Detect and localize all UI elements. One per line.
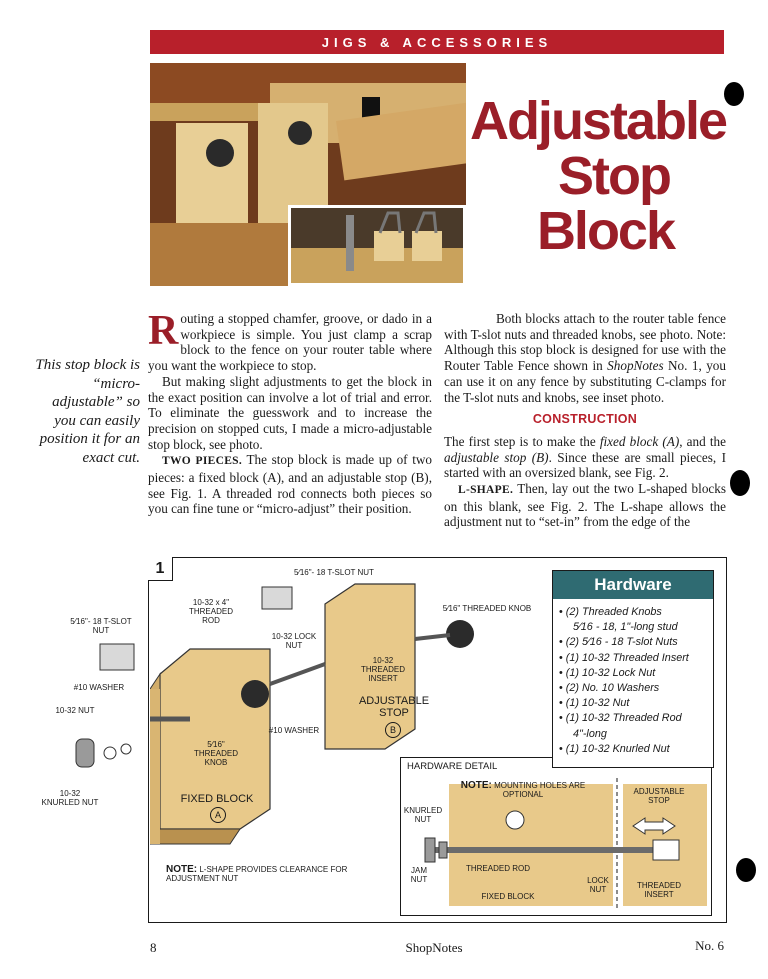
detail-title: HARDWARE DETAIL bbox=[407, 761, 498, 772]
exploded-diagram bbox=[150, 583, 474, 845]
section-banner: JIGS & ACCESSORIES bbox=[150, 30, 724, 54]
label-fixed-block-letter: A bbox=[210, 807, 226, 823]
label-threaded-knob-right: 5⁄16" THREADED KNOB bbox=[442, 604, 532, 613]
hardware-item-text: (2) 5⁄16 - 18 T-slot Nuts bbox=[565, 636, 678, 649]
label-adjustable-stop: ADJUSTABLE STOP bbox=[358, 695, 430, 719]
detail-note: NOTE: MOUNTING HOLES ARE OPTIONAL bbox=[458, 780, 588, 800]
hardware-item-text: (1) 10-32 Nut bbox=[565, 697, 630, 710]
hardware-item: •(1) 10-32 Threaded Insert bbox=[559, 651, 689, 664]
magazine-name: ShopNotes bbox=[405, 940, 463, 955]
knurled-nut-drawing bbox=[75, 738, 132, 768]
step-text-a: The first step is to make the bbox=[444, 433, 600, 449]
tslot-nut-left-drawing bbox=[99, 643, 135, 671]
body-column-right: Both blocks attach to the router table f… bbox=[444, 311, 726, 530]
attach-text: Both blocks attach to the router table f… bbox=[444, 311, 726, 374]
section-heading-construction: CONSTRUCTION bbox=[532, 412, 638, 427]
label-knurled-nut: 10-32 KNURLED NUT bbox=[41, 789, 99, 807]
hardware-item-text: (2) No. 10 Washers bbox=[565, 682, 660, 695]
drop-cap: R bbox=[148, 308, 179, 354]
paragraph-two-pieces: TWO PIECES. The stop block is made up of… bbox=[148, 452, 432, 517]
label-fixed-block: FIXED BLOCK bbox=[180, 793, 254, 805]
hardware-item: •(2) 5⁄16 - 18 T-slot Nuts bbox=[559, 636, 678, 649]
detail-label-fixed-block: FIXED BLOCK bbox=[481, 892, 535, 901]
paragraph-attach: Both blocks attach to the router table f… bbox=[444, 311, 726, 405]
hardware-item-sub: 4"-long bbox=[573, 727, 607, 740]
step-em-fixed: fixed block (A) bbox=[599, 433, 680, 449]
detail-label-adjustable-stop: ADJUSTABLE STOP bbox=[633, 787, 685, 805]
hardware-item-sub: 5⁄16 - 18, 1"-long stud bbox=[573, 621, 678, 634]
label-threaded-knob-left: 5⁄16" THREADED KNOB bbox=[193, 740, 238, 767]
article-title: Adjustable Stop Block bbox=[426, 91, 728, 261]
detail-label-knurled-nut: KNURLED NUT bbox=[403, 806, 443, 824]
registration-dot bbox=[724, 82, 744, 106]
label-threaded-insert: 10-32 THREADED INSERT bbox=[360, 656, 405, 683]
hardware-item-text: (1) 10-32 Knurled Nut bbox=[565, 742, 670, 755]
detail-label-lock-nut: LOCK NUT bbox=[587, 876, 609, 894]
attach-text-end: No. 1, you can use it on any fence by su… bbox=[444, 358, 726, 405]
hardware-item: •(1) 10-32 Knurled Nut bbox=[559, 742, 670, 755]
detail-label-jam-nut: JAM NUT bbox=[410, 866, 428, 884]
l-shape-text: Then, lay out the two L-shaped blocks on… bbox=[444, 481, 726, 530]
detail-note-head: NOTE: bbox=[460, 780, 492, 791]
figure-note: NOTE: L-SHAPE PROVIDES CLEARANCE FOR ADJ… bbox=[166, 864, 356, 884]
hardware-item-text: (2) Threaded Knobs bbox=[565, 606, 662, 618]
stop-block-photo bbox=[150, 63, 466, 286]
hardware-item: •(1) 10-32 Nut bbox=[559, 697, 630, 710]
label-tslot-top: 5⁄16"- 18 T-SLOT NUT bbox=[294, 568, 374, 577]
detail-label-threaded-insert: THREADED INSERT bbox=[636, 881, 681, 899]
label-tslot-left: 5⁄16"- 18 T-SLOT NUT bbox=[70, 617, 132, 635]
detail-label-threaded-rod: THREADED ROD bbox=[465, 864, 530, 873]
label-washer-left: #10 WASHER bbox=[73, 683, 125, 692]
hardware-item-text: (1) 10-32 Lock Nut bbox=[565, 666, 656, 679]
label-adjustable-stop-letter: B bbox=[385, 722, 401, 738]
two-pieces-text: The stop block is made up of two pieces:… bbox=[148, 452, 432, 517]
label-nut-left: 10-32 NUT bbox=[55, 706, 95, 715]
paragraph-adjustments: But making slight adjustments to get the… bbox=[148, 373, 432, 452]
title-line-2: Stop bbox=[558, 146, 672, 206]
hardware-item: •(1) 10-32 Lock Nut bbox=[559, 666, 656, 679]
hardware-title: Hardware bbox=[553, 571, 713, 599]
step-text-b: , and the bbox=[679, 433, 726, 449]
figure-number: 1 bbox=[148, 557, 173, 581]
paragraph-l-shape: L-SHAPE. Then, lay out the two L-shaped … bbox=[444, 481, 726, 530]
detail-note-text: MOUNTING HOLES ARE OPTIONAL bbox=[494, 781, 586, 799]
hardware-item-text: (1) 10-32 Threaded Insert bbox=[565, 651, 689, 664]
figure-note-head: NOTE: bbox=[166, 864, 198, 875]
hardware-item-text: (1) 10-32 Threaded Rod bbox=[565, 712, 682, 725]
page-number: 8 bbox=[150, 940, 157, 955]
label-lock-nut: 10-32 LOCK NUT bbox=[271, 632, 317, 650]
sidebar-quote: This stop block is “micro-adjustable” so… bbox=[35, 357, 140, 466]
title-line-3: Block bbox=[536, 201, 676, 261]
label-washer-mid: #10 WASHER bbox=[268, 726, 320, 735]
label-threaded-rod: 10-32 x 4" THREADED ROD bbox=[188, 598, 233, 625]
figure-note-text: L-SHAPE PROVIDES CLEARANCE FOR ADJUSTMEN… bbox=[166, 865, 348, 883]
paragraph-first-step: The first step is to make the fixed bloc… bbox=[444, 434, 726, 481]
hardware-detail-drawing bbox=[424, 778, 707, 908]
title-line-1: Adjustable bbox=[469, 91, 728, 151]
magazine-ref: ShopNotes bbox=[607, 358, 664, 374]
registration-dot bbox=[736, 858, 756, 882]
registration-dot bbox=[730, 470, 750, 496]
step-text-c: . Since these are small pieces, I starte… bbox=[444, 449, 726, 481]
hardware-item: •(2) No. 10 Washers bbox=[559, 682, 660, 695]
intro-text: outing a stopped chamfer, groove, or dad… bbox=[148, 311, 432, 374]
run-in-head-two-pieces: TWO PIECES. bbox=[162, 455, 243, 468]
issue-number: No. 6 bbox=[695, 938, 724, 953]
step-em-adjustable: adjustable stop (B) bbox=[444, 449, 549, 465]
run-in-head-l-shape: L-SHAPE. bbox=[458, 484, 514, 497]
